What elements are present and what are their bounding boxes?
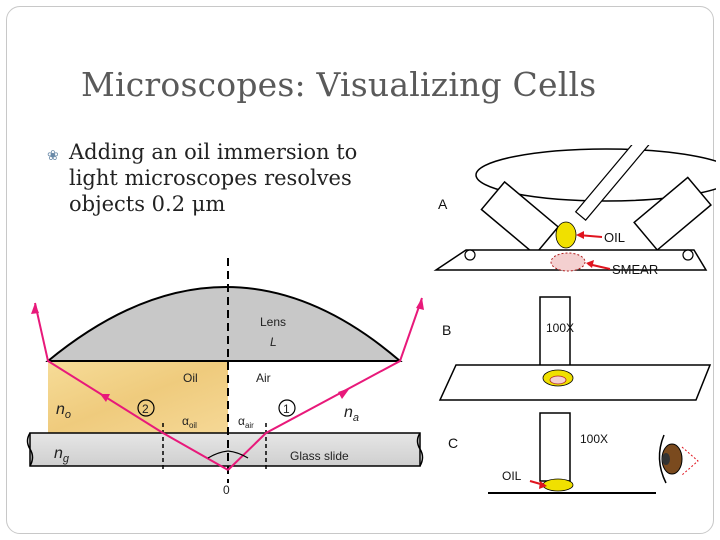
oil-drop-a — [555, 221, 577, 249]
slide-edge — [416, 432, 424, 467]
smear-label: SMEAR — [612, 262, 658, 277]
n-air-label: na — [344, 404, 359, 424]
mag-c: 100X — [580, 432, 608, 446]
n-oil-label: no — [56, 401, 71, 421]
oil-drop-c — [542, 478, 574, 492]
arrow-head — [539, 481, 547, 489]
panel-a-label: A — [438, 196, 448, 212]
oil-dropper — [574, 145, 651, 221]
stage-knob — [464, 249, 476, 261]
alpha-oil-label: αoil — [182, 414, 197, 430]
ray-2-number: 2 — [142, 402, 149, 416]
stage-b — [438, 364, 712, 401]
oil-label-a: OIL — [604, 230, 625, 245]
ray-arrow — [338, 388, 350, 399]
oil-region — [48, 361, 228, 433]
eye-rays — [681, 446, 699, 476]
ray-air — [227, 297, 423, 471]
panel-c-label: C — [448, 435, 458, 451]
ray-1-marker — [278, 399, 296, 417]
arrow-head — [586, 260, 594, 268]
oil-label-c: OIL — [502, 469, 522, 483]
mag-b: 100X — [546, 321, 574, 335]
origin-label: 0 — [223, 483, 230, 497]
n-glass-label: ng — [54, 445, 70, 465]
ray-1-number: 1 — [283, 402, 290, 416]
bullet-icon: ❀ — [47, 148, 59, 164]
panel-b-label: B — [442, 322, 451, 338]
objective-b — [539, 296, 571, 370]
oil-immersion-diagram: Lens L Oil Air no na ng 2 1 αoil αair Gl… — [26, 258, 424, 497]
smear-a — [550, 252, 586, 272]
ray-arrow — [100, 394, 110, 402]
angle-air-arc — [227, 450, 249, 459]
slide-edge — [26, 432, 34, 467]
bullet-text: Adding an oil immersion to light microsc… — [69, 140, 358, 216]
lens-symbol: L — [270, 335, 277, 349]
smear-b — [549, 375, 567, 385]
objective-c — [539, 412, 571, 482]
glass-slide-label: Glass slide — [290, 449, 349, 463]
oil-label: Oil — [183, 371, 198, 385]
ray-arrow — [416, 298, 424, 310]
slide-title: Microscopes: Visualizing Cells — [81, 65, 597, 104]
objective-a-left — [480, 180, 560, 256]
lens — [45, 286, 403, 362]
bullet-item: ❀ Adding an oil immersion to light micro… — [47, 139, 399, 217]
alpha-air-label: αair — [238, 414, 254, 430]
eye-pupil — [662, 453, 670, 465]
glass-slide — [29, 432, 421, 467]
stage-knob — [682, 249, 694, 261]
air-label: Air — [256, 371, 271, 385]
ray-arrow — [31, 303, 39, 314]
eye-icon — [658, 434, 667, 484]
lens-label: Lens — [260, 315, 286, 329]
objective-a-right — [633, 176, 712, 252]
arrow-head — [576, 231, 584, 239]
angle-oil-arc — [207, 450, 229, 459]
stage-top — [475, 148, 716, 202]
ray-2-marker — [137, 399, 155, 417]
oil-objective-panels: A OIL SMEAR B 100X C 100X OIL — [433, 145, 716, 494]
